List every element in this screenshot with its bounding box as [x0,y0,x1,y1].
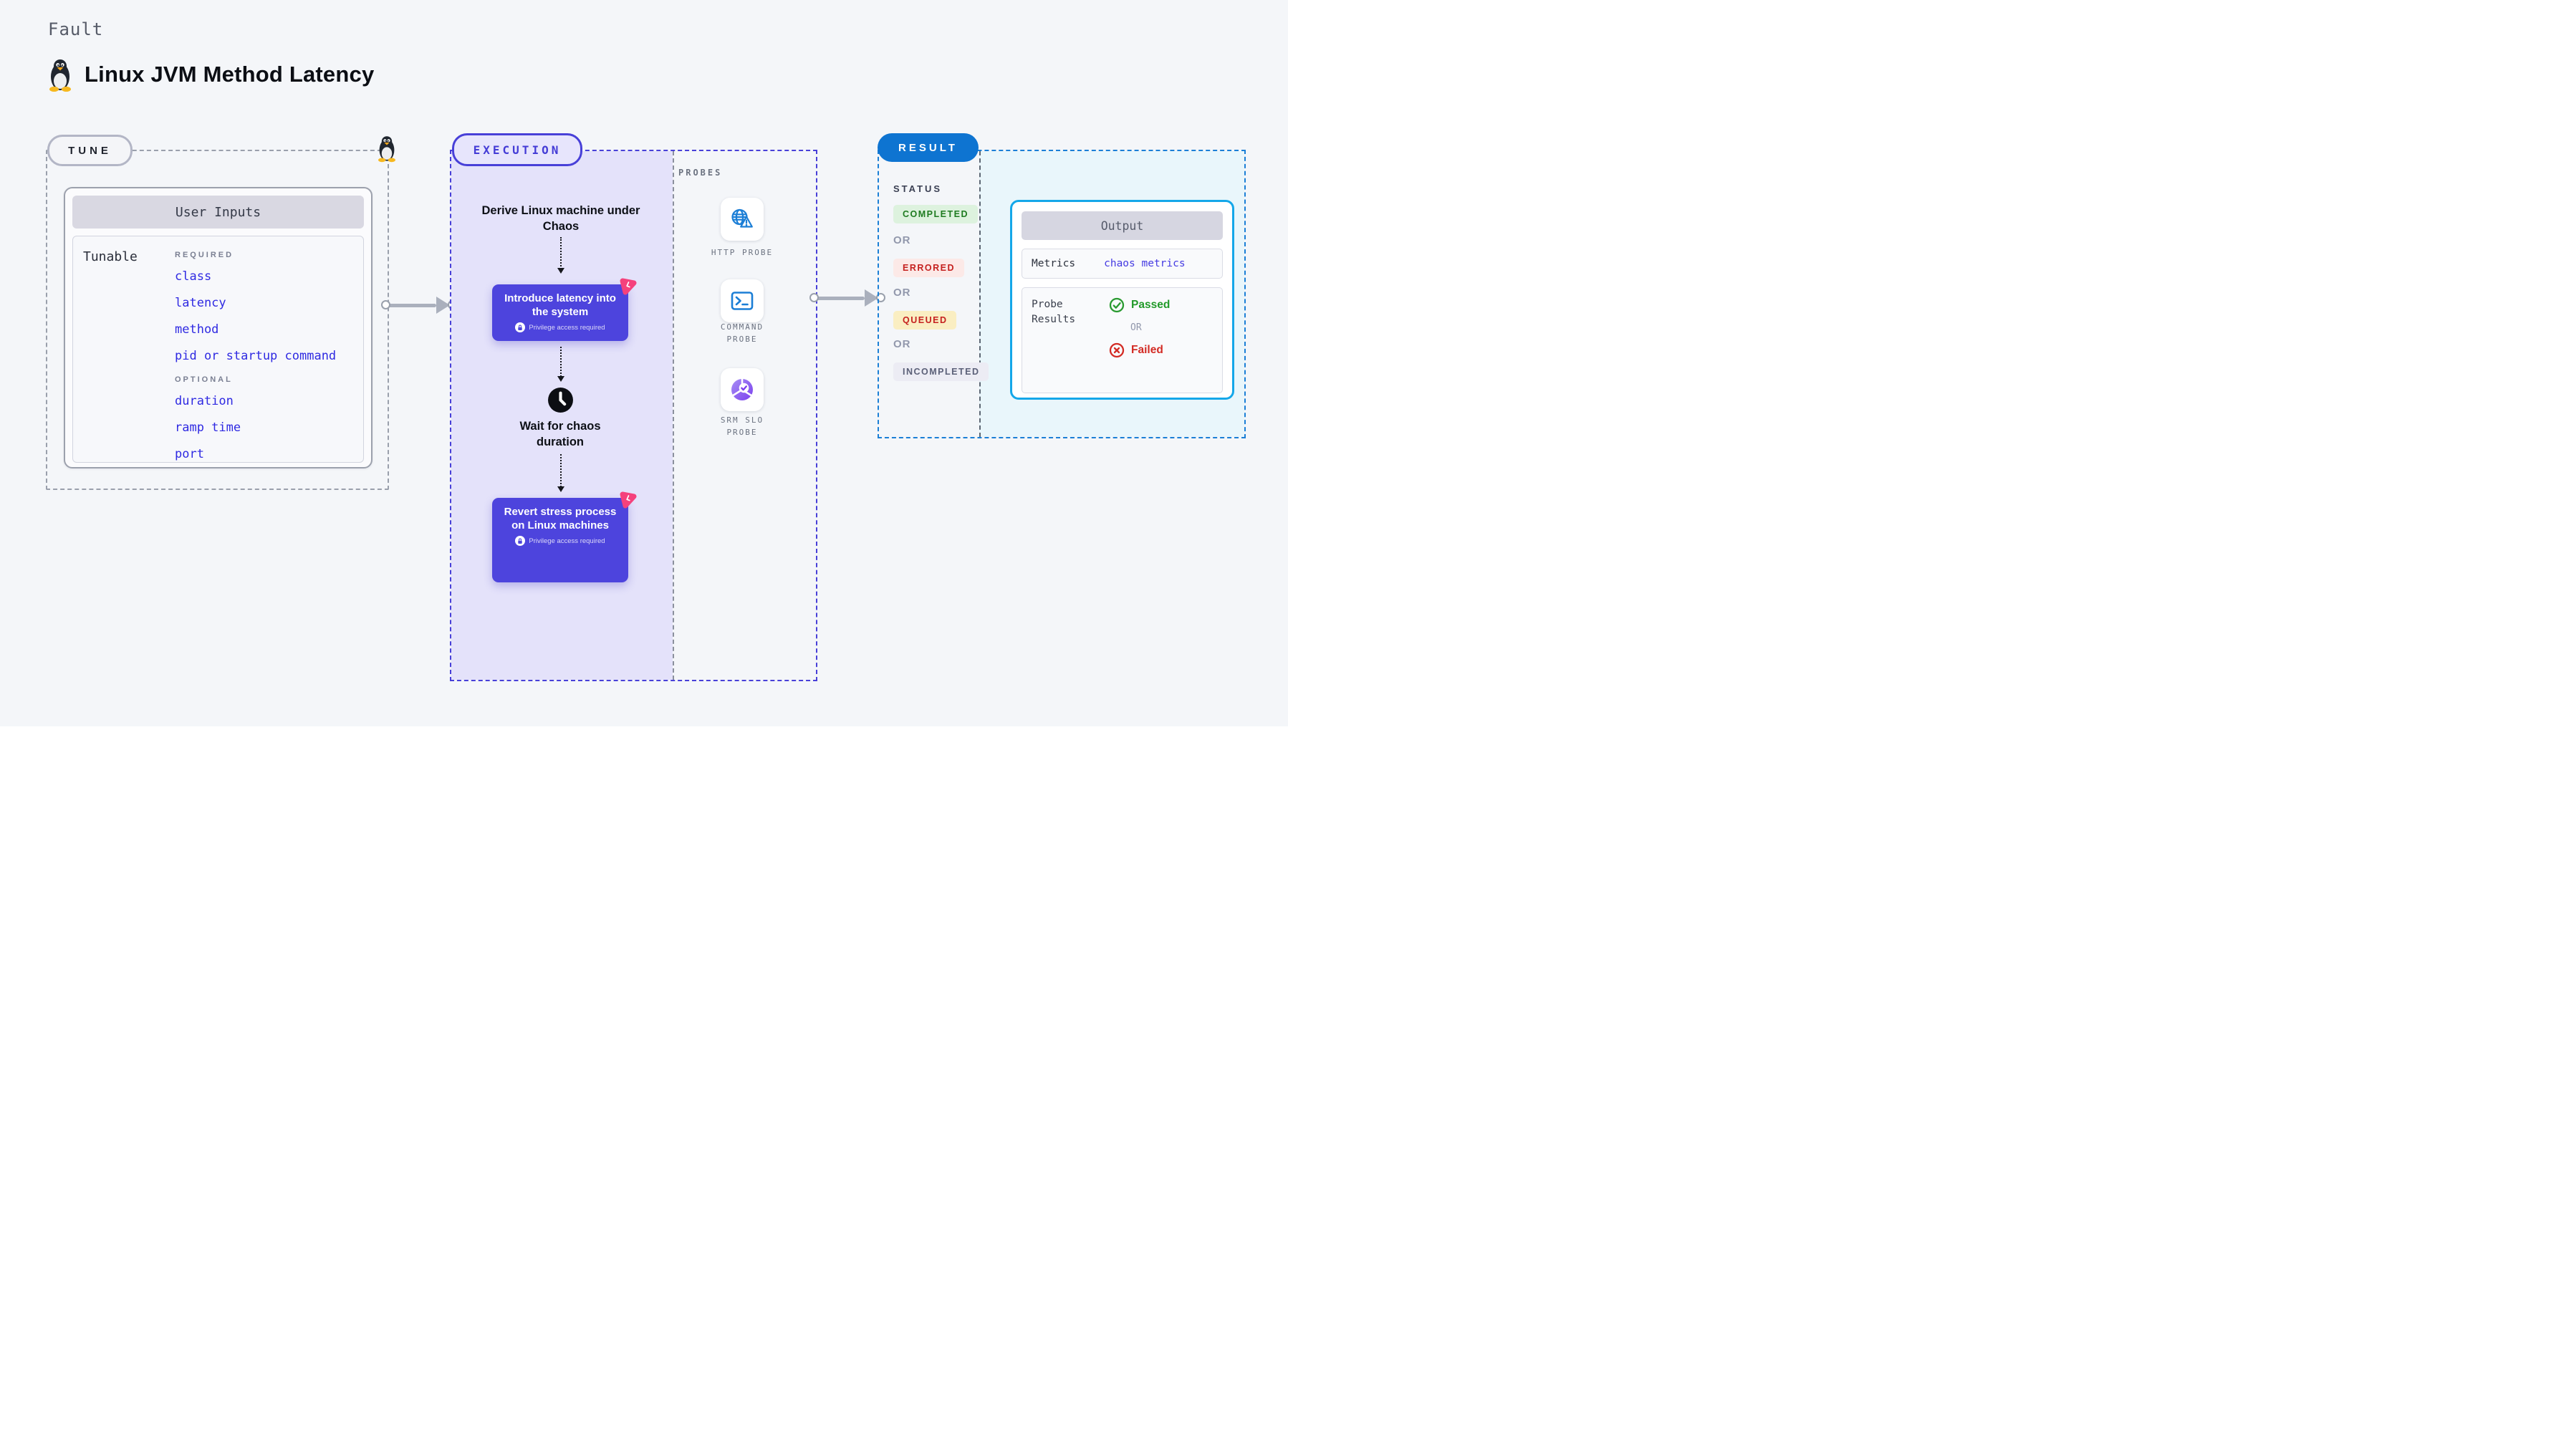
privilege-note-text: Privilege access required [529,537,605,545]
wait-step [547,387,574,413]
arrow-head [436,297,450,314]
page-title: Linux JVM Method Latency [85,62,375,87]
command-probe-card [721,279,764,322]
check-circle-icon [1109,297,1125,313]
flow-connector-down [557,347,564,382]
output-card: Output Metrics chaos metrics Probe Resul… [1010,200,1234,400]
chaos-icon [620,491,637,509]
step-revert-stress-card: Revert stress process on Linux machines … [492,498,628,582]
passed-text: Passed [1131,299,1171,311]
tune-to-execution-arrow [381,296,457,314]
arrow-shaft [388,303,436,307]
tune-section-box [46,150,389,490]
probe-results-row: Probe Results Passed OR Failed [1022,287,1223,393]
srm-slo-probe-label: SRM SLO PROBE [720,415,764,438]
metrics-value: chaos metrics [1104,258,1186,269]
step-wait-duration: Wait for chaos duration [519,420,601,448]
result-pill: RESULT [878,133,979,162]
failed-line: Failed [1109,342,1170,358]
linux-tux-icon [49,59,71,92]
flow-connector-down [557,237,564,274]
tunables-list: Tunable REQUIRED class latency method pi… [72,236,364,463]
output-title: Output [1022,211,1223,240]
status-badge-errored: ERRORED [893,259,965,277]
page-header: Linux JVM Method Latency [46,57,374,92]
status-badge-completed: COMPLETED [893,205,978,223]
tunable-item: method [175,322,219,337]
status-badge-queued: QUEUED [893,311,957,330]
status-label: STATUS [893,183,943,194]
arrow-shaft [817,296,865,300]
privilege-note-text: Privilege access required [529,323,605,332]
execution-to-result-arrow [809,289,885,307]
execution-flow-panel [451,151,673,680]
tunable-item: class [175,269,212,284]
linux-tux-corner-icon [378,136,395,163]
fault-kicker: Fault [48,19,104,39]
probes-label: PROBES [678,168,723,178]
x-circle-icon [1109,342,1125,358]
optional-label: OPTIONAL [175,375,233,384]
privilege-note: Privilege access required [498,322,623,333]
connector-endpoint [381,300,390,309]
step-card-title: Revert stress process on Linux machines [504,506,617,532]
probe-results-values: Passed OR Failed [1109,297,1170,383]
or-separator: OR [1130,322,1142,333]
or-separator: OR [893,338,911,350]
probes-panel [673,151,816,680]
tunable-item: ramp time [175,420,241,435]
or-separator: OR [893,234,911,246]
tunable-item: duration [175,394,234,408]
passed-line: Passed [1109,297,1170,313]
fault-diagram: Fault Linux JVM Method Latency TUNE User… [0,0,1288,726]
metrics-label: Metrics [1032,258,1076,269]
http-probe-icon [731,208,753,228]
command-probe-label: COMMAND PROBE [720,322,764,345]
execution-section-box [450,150,817,681]
step-card-title: Introduce latency into the system [504,292,616,319]
status-badge-incompleted: INCOMPLETED [893,362,989,381]
tunable-item: pid or startup command [175,349,337,363]
chaos-icon [620,278,637,295]
http-probe-card [721,198,764,241]
user-inputs-card: User Inputs Tunable REQUIRED class laten… [64,187,373,468]
tune-pill: TUNE [47,135,133,166]
step-derive-machine: Derive Linux machine under Chaos [481,204,640,233]
required-label: REQUIRED [175,251,234,259]
http-probe-label: HTTP PROBE [711,248,774,257]
privilege-note: Privilege access required [498,536,623,547]
user-inputs-title: User Inputs [72,196,364,229]
tunable-item: latency [175,296,226,310]
tunables-column: REQUIRED class latency method pid or sta… [175,248,337,461]
clock-icon [548,388,573,413]
probe-results-label: Probe Results [1032,299,1076,326]
srm-slo-probe-icon [731,378,753,400]
execution-pill: EXECUTION [452,133,582,166]
arrow-head [865,289,878,307]
connector-endpoint [809,293,819,302]
srm-slo-probe-card [721,368,764,411]
lock-icon [515,322,526,333]
or-separator: OR [893,287,911,299]
failed-text: Failed [1131,344,1163,356]
metrics-row: Metrics chaos metrics [1022,249,1223,279]
tunable-item: port [175,447,204,461]
tunable-row-label: Tunable [83,249,138,264]
command-probe-icon [731,292,754,310]
step-introduce-latency-card: Introduce latency into the system Privil… [492,284,628,341]
lock-icon [515,536,526,547]
flow-connector-down [557,454,564,492]
